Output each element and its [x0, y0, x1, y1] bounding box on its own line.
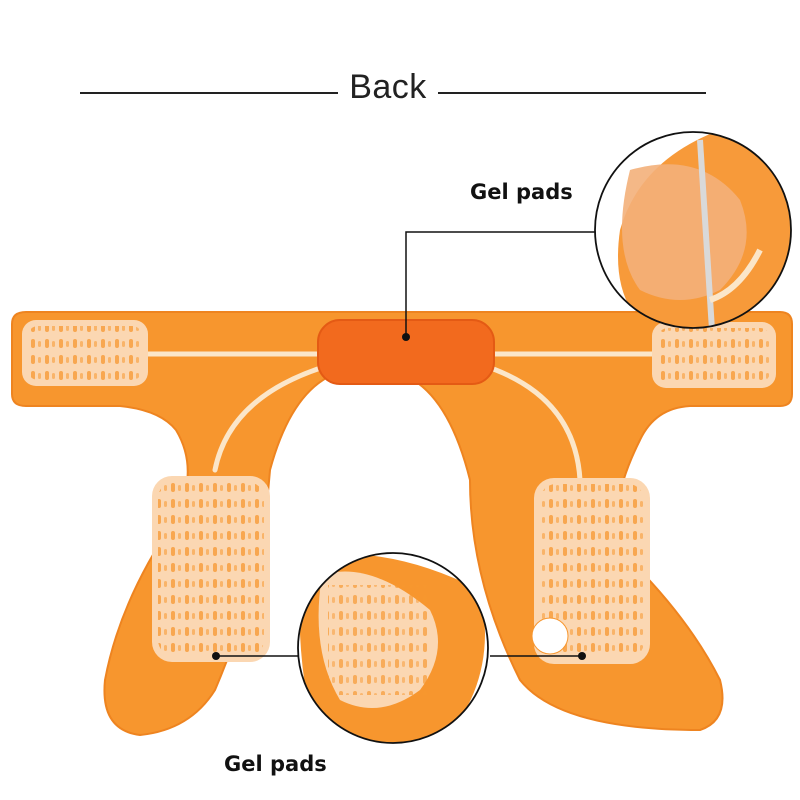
callout-label-bottom: Gel pads — [224, 752, 327, 776]
wire-traces — [142, 351, 658, 483]
title-rule-left — [80, 92, 338, 94]
magnifier-bottom — [297, 552, 489, 744]
leader-lines — [216, 231, 598, 657]
gel-pad-left-small — [22, 320, 148, 386]
leader-dot-right — [578, 652, 586, 660]
magnifier-top — [594, 131, 792, 329]
title-rule-right — [438, 92, 706, 94]
page-title: Back — [349, 68, 427, 106]
gel-pad-right-large — [534, 478, 650, 664]
callout-label-top: Gel pads — [470, 180, 573, 204]
gel-pad-left-large — [152, 476, 270, 662]
small-white-circle — [531, 617, 569, 655]
gel-pad-right-small — [652, 322, 776, 388]
leader-dot-left — [212, 652, 220, 660]
